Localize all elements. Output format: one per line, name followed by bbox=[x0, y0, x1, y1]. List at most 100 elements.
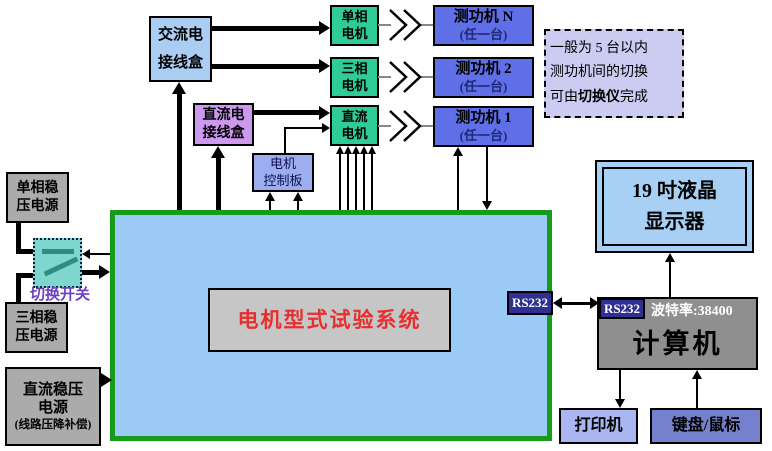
psu-dc: 直流稳压 电源 (线路压降补偿) bbox=[5, 367, 101, 446]
arrow-main-to-board-2 bbox=[297, 201, 299, 210]
rs232-port-system: RS232 bbox=[507, 291, 553, 315]
line-psu-three-to-switch-v bbox=[16, 273, 21, 302]
sense-line-4 bbox=[363, 154, 365, 210]
motor-three-phase: 三相 电机 bbox=[330, 57, 379, 98]
sense-line-1 bbox=[339, 154, 341, 210]
dyno-2: 测功机 2 (任一台) bbox=[433, 57, 534, 98]
psu-dc-line1: 直流稳压 bbox=[22, 381, 83, 398]
switch-blade-icon bbox=[43, 256, 79, 277]
motor-single-line2: 电机 bbox=[341, 25, 368, 41]
dyno-n-subtitle: (任一台) bbox=[459, 26, 508, 42]
line-psu-single-to-switch-v bbox=[16, 223, 21, 254]
arrow-ac-to-three-motor bbox=[212, 64, 320, 69]
dyno-n: 测功机 N (任一台) bbox=[433, 5, 534, 46]
arrow-main-to-dyno1-head bbox=[453, 147, 463, 156]
chevron-link-icon bbox=[378, 61, 433, 93]
ac-junction-line2: 接线盒 bbox=[157, 54, 203, 71]
line-psu-single-to-switch-h bbox=[16, 249, 33, 254]
arrow-ac-to-three-motor-head bbox=[319, 59, 330, 73]
system-title-label: 电机型式试验系统 bbox=[237, 307, 422, 332]
arrow-main-to-board-1-head bbox=[265, 192, 275, 201]
arrow-main-to-switch-head bbox=[82, 249, 90, 259]
arrow-main-to-board-2-head bbox=[293, 192, 303, 201]
dyno-1: 测功机 1 (任一台) bbox=[433, 106, 534, 147]
psu-dc-line3: (线路压降补偿) bbox=[14, 419, 92, 432]
arrow-main-to-dc-junction-head bbox=[211, 146, 225, 158]
sense-line-5-head bbox=[368, 146, 376, 154]
arrow-dc-junction-to-dc-motor-head bbox=[319, 106, 330, 120]
arrow-main-to-switch bbox=[89, 253, 110, 255]
arrow-dyno1-to-main-head bbox=[482, 201, 492, 210]
motor-control-board: 电机 控制板 bbox=[252, 153, 314, 192]
psu-dc-line2: 电源 bbox=[37, 400, 68, 417]
baud-rate: 波特率:38400 bbox=[651, 304, 733, 319]
arrow-board-to-dc-motor-v bbox=[284, 127, 286, 153]
motor-three-line2: 电机 bbox=[341, 77, 368, 93]
printer-label: 打印机 bbox=[574, 417, 623, 434]
note-line2: 测功机间的切换 bbox=[550, 65, 648, 81]
chevron-link-icon bbox=[378, 9, 433, 41]
system-title: 电机型式试验系统 bbox=[208, 288, 451, 352]
note-box: 一般为 5 台以内 测功机间的切换 可由切换仪完成 bbox=[544, 29, 684, 118]
line-psu-three-to-switch-h bbox=[16, 273, 33, 278]
sense-line-3 bbox=[355, 154, 357, 210]
sense-line-4-head bbox=[360, 146, 368, 154]
ac-junction-box: 交流电 接线盒 bbox=[149, 16, 212, 82]
computer-label: 计算机 bbox=[632, 329, 723, 360]
psu-three-phase: 三相稳 压电源 bbox=[5, 302, 68, 353]
arrow-main-to-dc-junction bbox=[216, 158, 221, 210]
psu-three-line1: 三相稳 bbox=[15, 311, 58, 326]
arrow-dyno1-to-main bbox=[486, 147, 488, 201]
keyboard-mouse-label: 键盘/鼠标 bbox=[671, 417, 741, 434]
dc-junction-line1: 直流电 bbox=[202, 108, 245, 123]
sense-line-2 bbox=[347, 154, 349, 210]
arrow-computer-to-monitor-head bbox=[665, 253, 675, 262]
psu-single-phase: 单相稳 压电源 bbox=[6, 172, 69, 223]
dyno-1-subtitle: (任一台) bbox=[459, 127, 508, 143]
psu-single-line2: 压电源 bbox=[16, 198, 59, 214]
arrow-main-to-ac-junction-head bbox=[172, 82, 186, 94]
arrow-main-to-dyno1 bbox=[457, 156, 459, 210]
motor-single-line1: 单相 bbox=[341, 9, 368, 25]
arrow-main-to-ac-junction bbox=[177, 93, 182, 210]
motor-dc: 直流 电机 bbox=[330, 105, 379, 146]
note-line1: 一般为 5 台以内 bbox=[550, 40, 648, 56]
sense-line-3-head bbox=[352, 146, 360, 154]
motor-dc-line2: 电机 bbox=[341, 125, 368, 141]
motor-three-line1: 三相 bbox=[341, 61, 368, 77]
arrow-ac-to-single-motor bbox=[212, 26, 320, 31]
arrow-ac-to-single-motor-head bbox=[319, 21, 330, 35]
dc-junction-box: 直流电 接线盒 bbox=[193, 103, 254, 146]
dyno-n-title: 测功机 N bbox=[453, 9, 514, 25]
psu-three-line2: 压电源 bbox=[15, 328, 58, 344]
switch-contact-bar-icon bbox=[42, 249, 74, 254]
monitor-line2: 显示器 bbox=[644, 210, 705, 233]
control-board-line2: 控制板 bbox=[263, 172, 303, 188]
switch-label: 切换开关 bbox=[30, 287, 91, 303]
dyno-2-subtitle: (任一台) bbox=[459, 78, 508, 94]
note-line3: 可由切换仪完成 bbox=[550, 89, 648, 105]
motor-single-phase: 单相 电机 bbox=[330, 5, 379, 46]
sense-line-1-head bbox=[336, 146, 344, 154]
sense-line-2-head bbox=[344, 146, 352, 154]
arrow-switch-to-main bbox=[82, 270, 100, 275]
arrow-board-to-dc-motor-head bbox=[322, 123, 330, 133]
arrow-dc-junction-to-dc-motor bbox=[254, 110, 320, 115]
monitor-line1: 19 吋液晶 bbox=[632, 179, 717, 202]
arrow-board-to-dc-motor-h bbox=[284, 127, 322, 129]
psu-single-line1: 单相稳 bbox=[16, 181, 59, 196]
arrow-keyboard-to-computer-head bbox=[692, 370, 702, 379]
keyboard-mouse-box: 键盘/鼠标 bbox=[650, 408, 762, 444]
dyno-1-title: 测功机 1 bbox=[455, 110, 512, 126]
dc-junction-line2: 接线盒 bbox=[202, 125, 245, 141]
motor-dc-line1: 直流 bbox=[341, 109, 368, 125]
arrow-keyboard-to-computer bbox=[696, 379, 698, 408]
ac-junction-line1: 交流电 bbox=[157, 26, 203, 43]
dyno-2-title: 测功机 2 bbox=[455, 61, 512, 77]
computer-box: 计算机 bbox=[597, 297, 758, 370]
rs232-link-arrowhead-left bbox=[553, 297, 562, 309]
arrow-main-to-board-1 bbox=[269, 201, 271, 210]
chevron-link-icon bbox=[378, 110, 433, 142]
control-board-line1: 电机 bbox=[269, 156, 296, 172]
rs232-link-line bbox=[560, 302, 593, 305]
